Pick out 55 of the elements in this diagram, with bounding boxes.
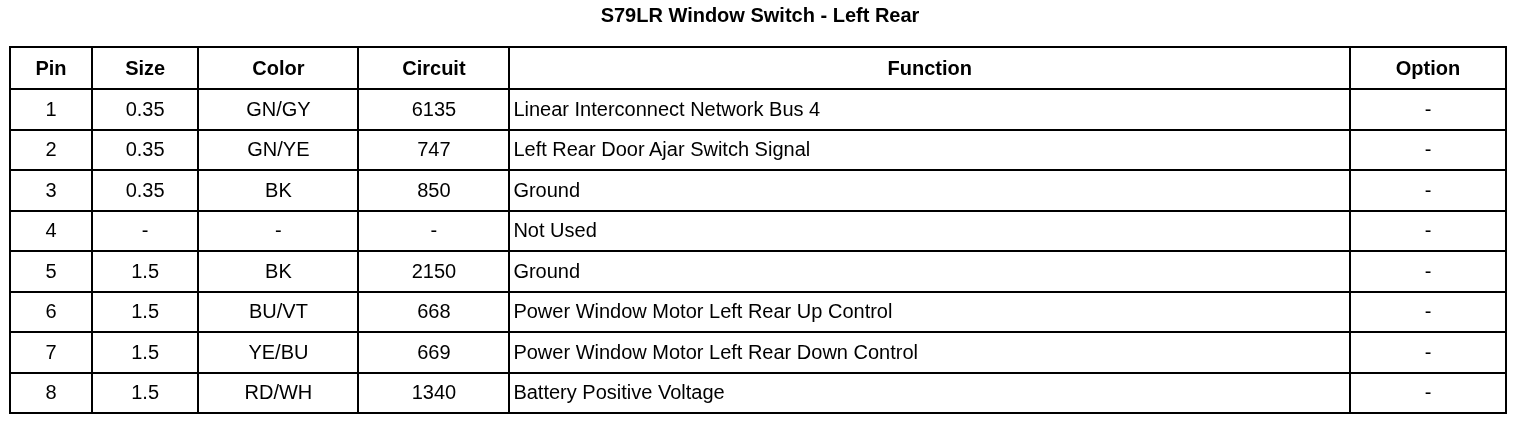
- table-cell: Power Window Motor Left Rear Up Control: [509, 291, 1351, 332]
- table-cell: Not Used: [509, 210, 1351, 251]
- column-header: Option: [1350, 47, 1506, 89]
- table-cell: 1.5: [91, 372, 199, 413]
- table-cell: -: [1350, 251, 1506, 292]
- table-cell: 2: [10, 129, 92, 170]
- table-cell: -: [1350, 210, 1506, 251]
- table-cell: 1.5: [91, 291, 199, 332]
- table-cell: 3: [10, 170, 92, 211]
- table-cell: YE/BU: [198, 332, 359, 373]
- table-cell: GN/YE: [198, 129, 359, 170]
- table-cell: -: [1350, 170, 1506, 211]
- table-cell: 8: [10, 372, 92, 413]
- table-cell: -: [91, 210, 199, 251]
- table-cell: -: [1350, 332, 1506, 373]
- column-header: Pin: [10, 47, 92, 89]
- column-header: Color: [198, 47, 359, 89]
- table-cell: 1.5: [91, 251, 199, 292]
- table-cell: Power Window Motor Left Rear Down Control: [509, 332, 1351, 373]
- table-cell: RD/WH: [198, 372, 359, 413]
- table-cell: -: [358, 210, 510, 251]
- table-cell: 0.35: [91, 170, 199, 211]
- column-header: Function: [509, 47, 1351, 89]
- table-cell: 669: [358, 332, 510, 373]
- table-cell: 1.5: [91, 332, 199, 373]
- table-cell: -: [1350, 372, 1506, 413]
- table-cell: 668: [358, 291, 510, 332]
- column-header: Circuit: [358, 47, 510, 89]
- table-cell: Linear Interconnect Network Bus 4: [509, 89, 1351, 130]
- table-cell: 1340: [358, 372, 510, 413]
- table-cell: BK: [198, 251, 359, 292]
- table-cell: Ground: [509, 251, 1351, 292]
- table-cell: BU/VT: [198, 291, 359, 332]
- table-cell: GN/GY: [198, 89, 359, 130]
- table-cell: Ground: [509, 170, 1351, 211]
- table-cell: 7: [10, 332, 92, 373]
- table-cell: 4: [10, 210, 92, 251]
- table-cell: -: [198, 210, 359, 251]
- table-cell: BK: [198, 170, 359, 211]
- column-header: Size: [91, 47, 199, 89]
- table-cell: -: [1350, 291, 1506, 332]
- table-cell: -: [1350, 89, 1506, 130]
- table-cell: 1: [10, 89, 92, 130]
- table-cell: 6: [10, 291, 92, 332]
- table-cell: Battery Positive Voltage: [509, 372, 1351, 413]
- table-cell: 0.35: [91, 129, 199, 170]
- table-cell: 2150: [358, 251, 510, 292]
- table-title: S79LR Window Switch - Left Rear: [599, 4, 921, 27]
- table-cell: 5: [10, 251, 92, 292]
- table-cell: Left Rear Door Ajar Switch Signal: [509, 129, 1351, 170]
- table-cell: 6135: [358, 89, 510, 130]
- table-cell: -: [1350, 129, 1506, 170]
- table-cell: 850: [358, 170, 510, 211]
- table-cell: 747: [358, 129, 510, 170]
- table-cell: 0.35: [91, 89, 199, 130]
